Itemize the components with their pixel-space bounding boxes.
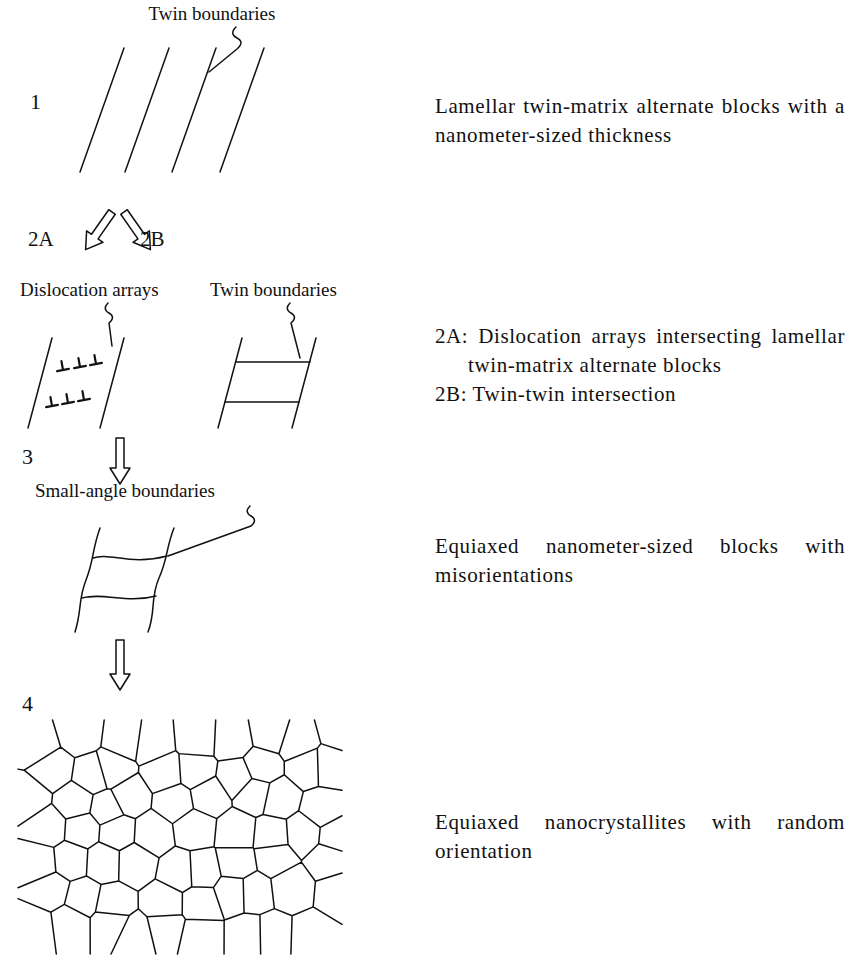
twin-boundary-line xyxy=(220,48,264,172)
twin-boundary-line xyxy=(100,338,124,428)
stage-description: 2B: Twin-twin intersection xyxy=(435,380,845,409)
stage-description: Equiaxed nanocrystallites with random or… xyxy=(435,808,845,866)
twin-boundary-line xyxy=(218,338,242,428)
misoriented-blocks xyxy=(75,528,174,632)
leader-squiggle xyxy=(209,27,241,72)
hollow-arrow xyxy=(77,206,120,255)
small-angle-boundary xyxy=(82,596,156,599)
twin-intersection xyxy=(218,338,316,428)
twin-boundary-line xyxy=(80,48,124,172)
twin-boundary-line xyxy=(172,48,216,172)
leader-squiggle xyxy=(105,303,112,346)
dislocation-symbol xyxy=(89,354,102,365)
twin-boundary-line xyxy=(28,338,52,428)
stage-number: 1 xyxy=(30,88,41,116)
hollow-arrow xyxy=(110,640,130,690)
twin-boundary-line xyxy=(236,361,310,363)
callout-label: Twin boundaries xyxy=(210,278,337,302)
stage-number: 2B xyxy=(140,226,165,252)
dislocation-symbols xyxy=(45,354,102,407)
dislocation-symbol xyxy=(45,396,58,407)
small-angle-boundary xyxy=(93,556,167,560)
twin-boundary-line xyxy=(292,338,316,428)
stage-description: Equiaxed nanometer-sized blocks with mis… xyxy=(435,532,845,590)
nanocrystallite-network xyxy=(18,720,342,954)
stage-number: 2A xyxy=(28,226,54,252)
dislocation-symbol xyxy=(61,393,74,404)
callout-label: Small-angle boundaries xyxy=(35,479,215,503)
callout-label: Dislocation arrays xyxy=(20,278,159,302)
callout-label: Twin boundaries xyxy=(149,2,276,26)
dislocation-lamella xyxy=(28,338,124,428)
dislocation-symbol xyxy=(73,357,86,368)
stage-description: Lamellar twin-matrix alternate blocks wi… xyxy=(435,92,845,150)
grain-boundaries xyxy=(18,720,342,954)
dislocation-symbol xyxy=(77,390,90,401)
stage-number: 3 xyxy=(22,443,33,471)
stage-description: 2A: Dislocation arrays intersecting lame… xyxy=(435,322,845,380)
twin-boundary-line xyxy=(125,48,169,172)
twin-lamellae xyxy=(80,48,264,172)
leader-squiggle xyxy=(287,303,300,358)
boundary-line xyxy=(75,528,100,632)
leader-squiggle xyxy=(168,506,255,556)
twin-boundary-line xyxy=(225,401,299,403)
dislocation-symbol xyxy=(56,360,69,371)
boundary-line xyxy=(148,528,174,632)
stage-number: 4 xyxy=(22,690,33,718)
hollow-arrow xyxy=(110,438,130,484)
